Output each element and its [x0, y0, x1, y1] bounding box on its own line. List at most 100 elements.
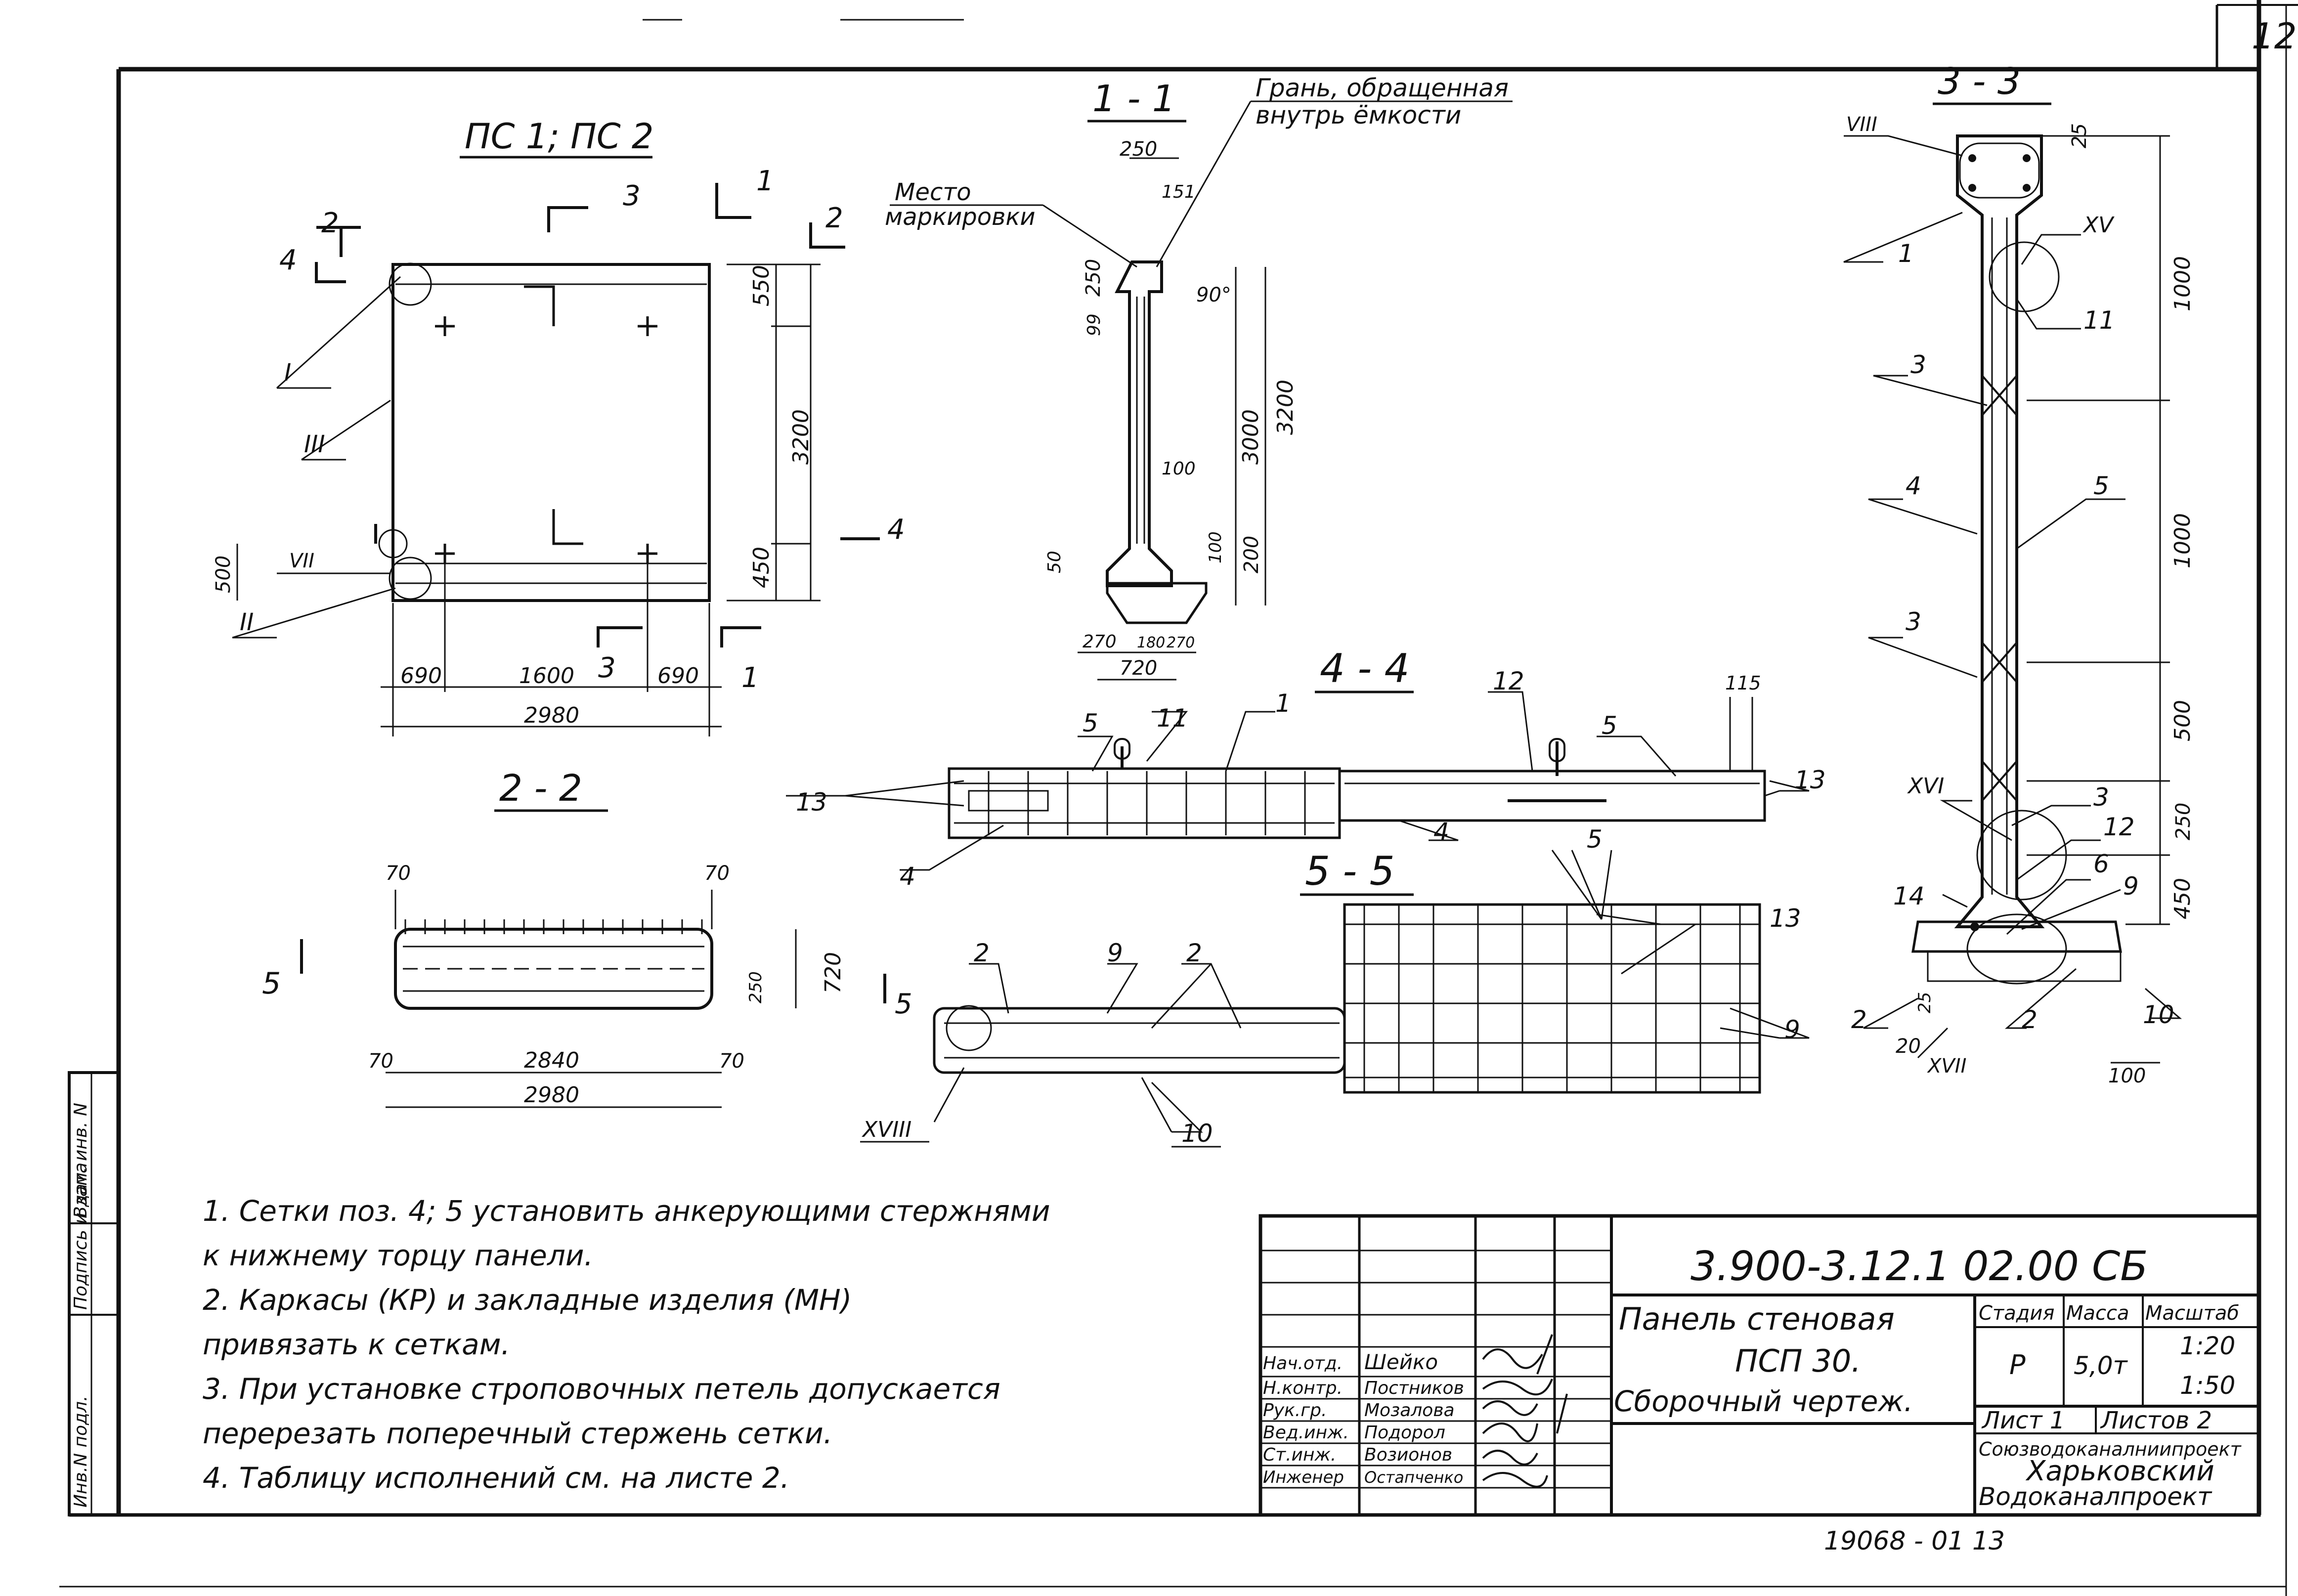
- pos-4-33: 4: [1906, 472, 1921, 500]
- pos-9-33: 9: [2123, 872, 2139, 901]
- dim-250-33: 250: [2172, 803, 2195, 840]
- tb-sheets: Листов 2: [2100, 1407, 2212, 1434]
- dim-100: 100: [1162, 459, 1196, 479]
- pos-5-44-a: 5: [1083, 709, 1098, 737]
- section-2-2-title: 2 - 2: [499, 767, 582, 810]
- tb-name-1: Шейко: [1364, 1350, 1438, 1374]
- pos-12-33: 12: [2103, 813, 2135, 841]
- tb-sheet: Лист 1: [1981, 1407, 2065, 1434]
- pos-4-44-b: 4: [1433, 818, 1449, 846]
- tb-scale-2: 1:50: [2180, 1371, 2235, 1400]
- pos-13-44-left: 13: [796, 788, 827, 817]
- tb-col-mass: Масса: [2066, 1302, 2129, 1325]
- pos-4-44-a: 4: [900, 862, 915, 891]
- dim-250-top: 250: [1120, 138, 1157, 161]
- dim-500: 500: [212, 556, 235, 593]
- pos-1-44: 1: [1275, 689, 1291, 718]
- pos-13-55: 13: [1770, 904, 1801, 933]
- note-line-6: перерезать поперечный стержень сетки.: [203, 1417, 832, 1450]
- tb-col-scale: Масштаб: [2145, 1302, 2239, 1325]
- face-note-line1: Грань, обращенная: [1256, 74, 1509, 102]
- pos-10-55: 10: [1181, 1119, 1213, 1148]
- pos-11-33: 11: [2083, 306, 2115, 335]
- cut-mark-5-right: 5: [895, 988, 912, 1020]
- section-5-5: 5 - 5 2 9 2 5 13 9 XVIII 10: [860, 825, 1810, 1148]
- notes-block: 1. Сетки поз. 4; 5 установить анкерующим…: [203, 1194, 1050, 1495]
- tb-role-5: Ст.инж.: [1263, 1445, 1336, 1465]
- pos-6-33: 6: [2093, 850, 2109, 878]
- tb-name-2: Постников: [1364, 1378, 1464, 1398]
- pos-5-44-b: 5: [1602, 711, 1617, 740]
- dim-200: 200: [1240, 536, 1263, 573]
- dim-250-v: 250: [1082, 259, 1105, 297]
- panel-view-title: ПС 1; ПС 2: [465, 116, 653, 157]
- tb-org-3: Водоканалпроект: [1979, 1482, 2212, 1511]
- section-2-2: 2 - 2 70 70 70 70 2840 2980 720 250 5 5: [262, 767, 912, 1108]
- pos-9-55-b: 9: [1784, 1015, 1800, 1044]
- pos-11-44: 11: [1157, 704, 1188, 733]
- tb-role-4: Вед.инж.: [1263, 1423, 1349, 1443]
- section-4-4-title: 4 - 4: [1320, 646, 1410, 691]
- tb-scale-1: 1:20: [2180, 1332, 2235, 1360]
- tb-col-stage: Стадия: [1979, 1302, 2054, 1325]
- section-1-1: 1 - 1 Грань, обращенная внутрь ёмкости М…: [885, 74, 1513, 681]
- dim-50: 50: [1044, 551, 1065, 573]
- tb-role-1: Нач.отд.: [1263, 1353, 1343, 1374]
- callout-XVII: XVII: [1927, 1055, 1966, 1078]
- dim-550: 550: [749, 265, 774, 306]
- dim-20: 20: [1896, 1035, 1921, 1058]
- pos-2-55-b: 2: [1186, 939, 1202, 967]
- section-4-4: 4 - 4 115 5 11 1 12 5 13 13 4 4: [786, 646, 1826, 891]
- signatures: [1482, 1334, 1568, 1488]
- dim-3200-b: 3200: [1273, 380, 1298, 435]
- dim-70-tl: 70: [386, 862, 411, 885]
- cut-mark-5-left: 5: [262, 966, 281, 1001]
- tb-org-1: Союзводоканалниипроект: [1979, 1438, 2242, 1460]
- callout-VII: VII: [289, 550, 314, 572]
- callout-I: I: [284, 359, 291, 387]
- dim-2840: 2840: [524, 1048, 579, 1073]
- section-5-5-title: 5 - 5: [1305, 848, 1395, 894]
- dim-100-b: 100: [1206, 531, 1225, 563]
- section-3-3: 3 - 3 25 1000 1000 500 250 450 25 20 100…: [1843, 60, 2195, 1087]
- cut-mark-3-top: 3: [623, 180, 641, 212]
- dim-3000: 3000: [1238, 409, 1263, 465]
- note-line-2: к нижнему торцу панели.: [203, 1239, 593, 1272]
- tb-mass-value: 5,0т: [2074, 1351, 2128, 1380]
- dim-3200: 3200: [788, 409, 814, 465]
- pos-9-55-a: 9: [1107, 939, 1123, 967]
- dim-angle-90: 90°: [1196, 284, 1231, 306]
- dim-70-br: 70: [719, 1050, 744, 1073]
- side-stamp: Инв.N подл. Подпись и дата Взам. инв. N: [68, 1071, 120, 1516]
- dim-450-33: 450: [2170, 878, 2195, 919]
- callout-XV: XV: [2082, 213, 2115, 238]
- dim-99: 99: [1084, 313, 1104, 336]
- pos-3-low: 3: [2093, 783, 2109, 812]
- callout-III: III: [304, 431, 325, 458]
- dim-270: 270: [1083, 632, 1117, 652]
- callout-VIII: VIII: [1846, 113, 1877, 136]
- tb-stage-value: Р: [2009, 1349, 2026, 1380]
- section-1-1-title: 1 - 1: [1092, 78, 1175, 120]
- tb-org-2: Харьковский: [2025, 1455, 2214, 1487]
- pos-1-33: 1: [1898, 239, 1914, 268]
- dim-25-top: 25: [2068, 123, 2091, 148]
- dim-1000-mid: 1000: [2170, 513, 2195, 568]
- dim-690-left: 690: [400, 663, 442, 689]
- cut-mark-4-left: 4: [279, 244, 297, 276]
- pos-2-33-right: 2: [2022, 1005, 2038, 1034]
- footer-code: 19068 - 01 13: [1824, 1526, 2005, 1556]
- face-note-line2: внутрь ёмкости: [1256, 101, 1461, 129]
- stamp-vzam-inv: Взам. инв. N: [71, 1103, 91, 1218]
- dim-70-tr: 70: [704, 862, 730, 885]
- dim-250-side: 250: [746, 971, 766, 1003]
- pos-2-33-left: 2: [1851, 1005, 1867, 1034]
- cut-mark-2-right: 2: [825, 202, 843, 234]
- section-3-3-title: 3 - 3: [1938, 60, 2021, 103]
- pos-10-33: 10: [2143, 1000, 2174, 1029]
- dim-1600: 1600: [519, 663, 574, 689]
- pos-12-44: 12: [1493, 667, 1524, 695]
- callout-XVIII: XVIII: [862, 1117, 911, 1142]
- dim-151: 151: [1162, 182, 1196, 202]
- tb-name-3: Мозалова: [1364, 1400, 1455, 1421]
